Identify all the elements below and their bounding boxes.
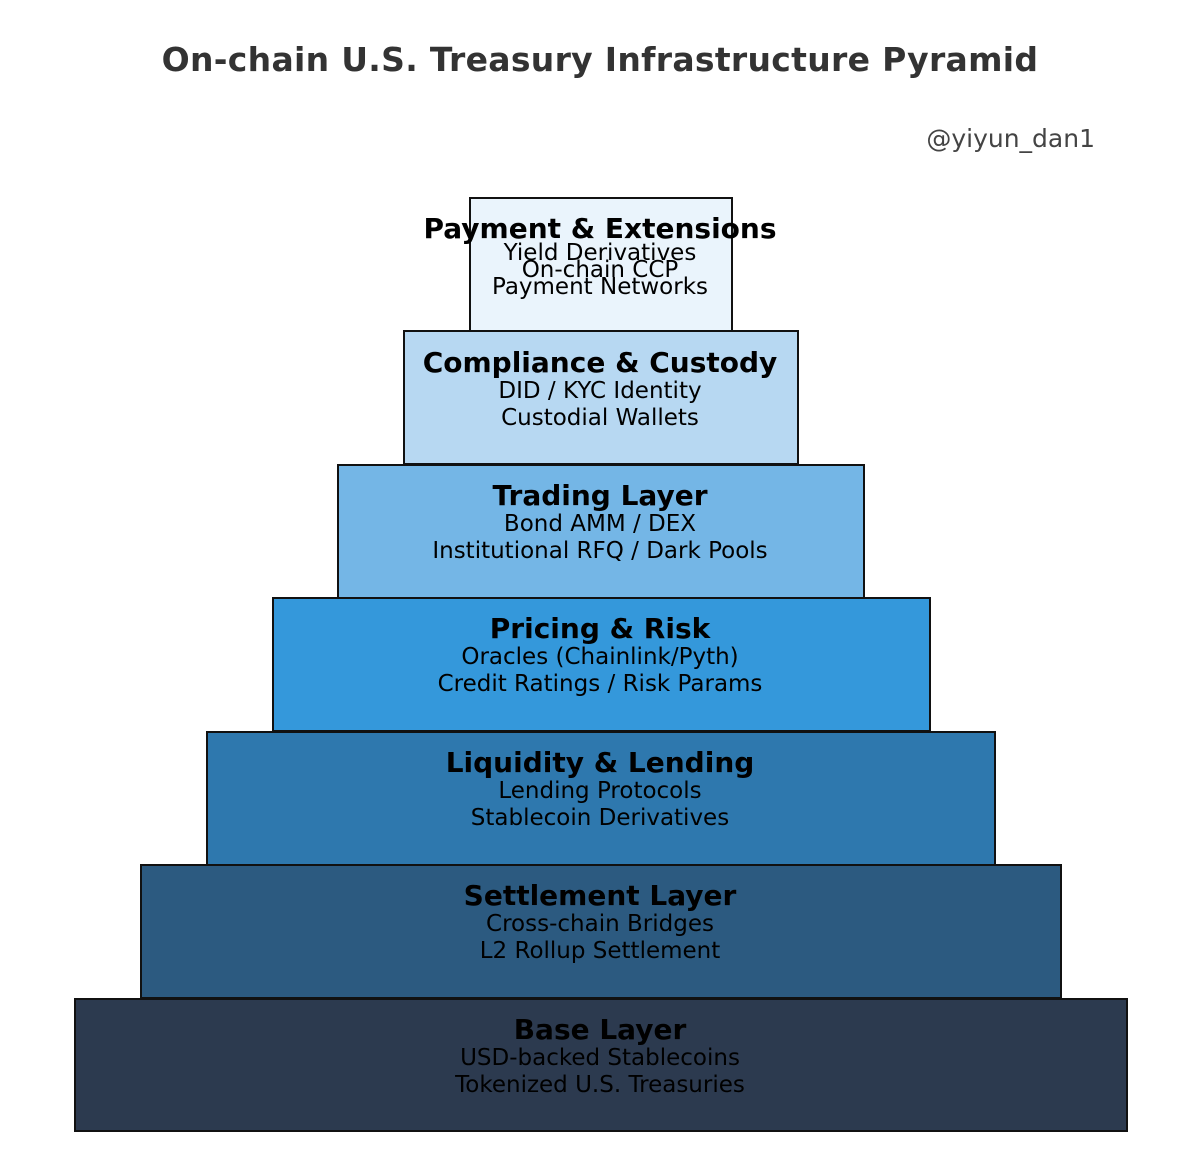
layer-item: Credit Ratings / Risk Params — [437, 671, 763, 697]
layer-name: Settlement Layer — [463, 879, 737, 912]
layer-item: On-chain CCP — [521, 257, 679, 283]
layer-label-pricing: Pricing & Risk Oracles (Chainlink/Pyth) … — [0, 614, 1200, 698]
layer-label-liquidity: Liquidity & Lending Lending Protocols St… — [0, 748, 1200, 832]
layer-item: Yield Derivatives — [503, 240, 697, 266]
pyramid-layer-pricing — [272, 597, 931, 732]
layer-item: USD-backed Stablecoins — [460, 1045, 740, 1071]
layer-item: Institutional RFQ / Dark Pools — [432, 538, 768, 564]
layer-item: Lending Protocols — [498, 778, 702, 804]
layer-name: Trading Layer — [492, 479, 708, 512]
layer-name: Pricing & Risk — [489, 612, 711, 645]
layer-label-trading: Trading Layer Bond AMM / DEX Institution… — [0, 481, 1200, 565]
author-handle: @yiyun_dan1 — [926, 124, 1095, 153]
layer-item: Bond AMM / DEX — [503, 511, 697, 537]
layer-item: Stablecoin Derivatives — [470, 805, 730, 831]
layer-label-compliance: Compliance & Custody DID / KYC Identity … — [0, 348, 1200, 432]
pyramid-layer-compliance — [403, 330, 799, 465]
layer-name: Liquidity & Lending — [445, 746, 755, 779]
layer-item: L2 Rollup Settlement — [479, 938, 721, 964]
layer-item: Tokenized U.S. Treasuries — [455, 1072, 745, 1098]
layer-name: Base Layer — [513, 1013, 687, 1046]
pyramid-layer-base — [74, 998, 1128, 1132]
layer-label-base: Base Layer USD-backed Stablecoins Tokeni… — [0, 1015, 1200, 1099]
layer-label-payment: Payment & Extensions Yield Derivatives O… — [0, 212, 1200, 300]
layer-name: Payment & Extensions — [423, 212, 777, 245]
pyramid-layer-liquidity — [206, 731, 996, 866]
layer-item: DID / KYC Identity — [498, 378, 702, 404]
layer-label-settlement: Settlement Layer Cross-chain Bridges L2 … — [0, 881, 1200, 965]
layer-item: Payment Networks — [491, 274, 709, 300]
pyramid-layer-settlement — [140, 864, 1062, 999]
layer-name: Compliance & Custody — [422, 346, 778, 379]
layer-item: Custodial Wallets — [501, 405, 699, 431]
layer-item: Oracles (Chainlink/Pyth) — [461, 644, 739, 670]
pyramid-layer-payment — [469, 197, 733, 332]
layer-item: Cross-chain Bridges — [486, 911, 714, 937]
page-title: On-chain U.S. Treasury Infrastructure Py… — [161, 40, 1039, 79]
